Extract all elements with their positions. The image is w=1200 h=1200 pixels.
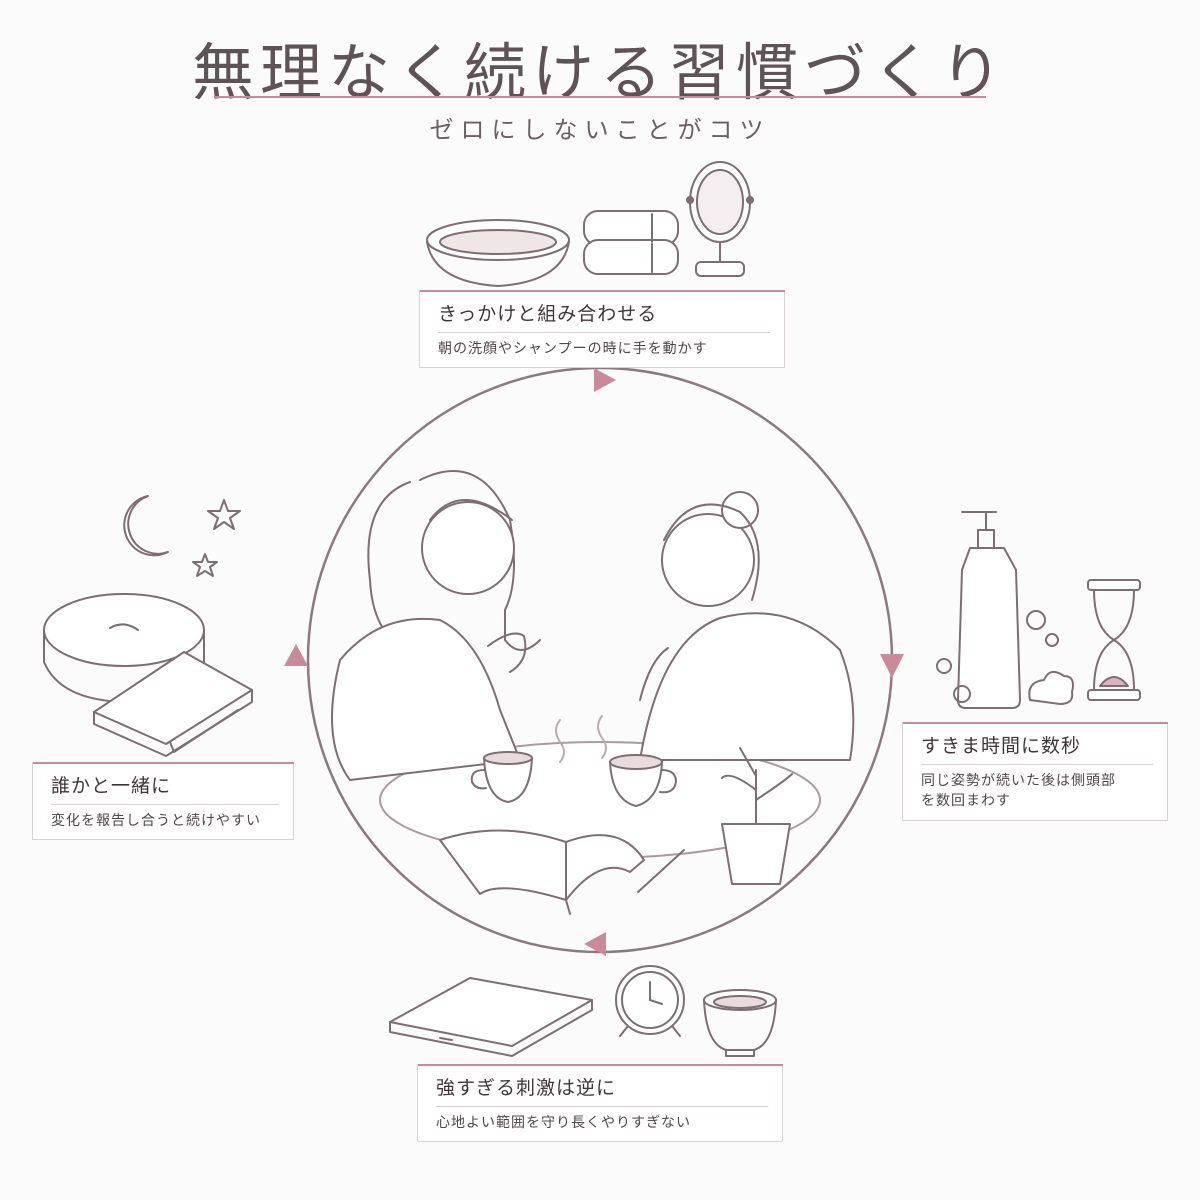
card-divider (436, 1106, 768, 1107)
title-divider (214, 96, 986, 98)
bubbles-icon (936, 610, 1074, 705)
arrow-right-icon (594, 368, 616, 392)
towels-icon (583, 210, 679, 275)
tip-description: 朝の洗顔やシャンプーの時に手を動かす (438, 341, 708, 357)
card-divider (438, 332, 770, 333)
tip-description: 心地よい範囲を守り長くやりすぎない (436, 1115, 691, 1131)
tip-title: すきま時間に数秒 (921, 735, 1082, 757)
tip-description-line: 同じ姿勢が続いた後は側頭部 (921, 773, 1116, 789)
moon-icon (123, 495, 169, 557)
notebook-icon (93, 651, 253, 757)
tip-card-gentle: 強すぎる刺激は逆に 心地よい範囲を守り長くやりすぎない (417, 1064, 783, 1143)
tip-card-together: 誰かと一緒に 変化を報告し合うと続けやすい (32, 762, 294, 841)
conversation-illustration (331, 470, 855, 915)
arrow-up-icon (284, 644, 308, 666)
arrow-left-icon (584, 932, 606, 956)
card-divider (921, 764, 1153, 765)
tablet-icon (389, 977, 593, 1057)
tip-title: 誰かと一緒に (51, 775, 172, 797)
washbasin-icon (426, 219, 570, 287)
mirror-icon (686, 161, 754, 277)
tip-title: きっかけと組み合わせる (438, 303, 658, 325)
teacup-icon (703, 989, 777, 1057)
star-icon (207, 499, 241, 530)
star-icon (192, 553, 218, 577)
alarm-clock-icon (615, 965, 685, 1037)
pump-bottle-icon (957, 511, 1021, 709)
tip-card-spare-time: すきま時間に数秒 同じ姿勢が続いた後は側頭部 を数回まわす (902, 722, 1168, 821)
tip-title: 強すぎる刺激は逆に (436, 1077, 617, 1099)
tip-description-line: を数回まわす (921, 793, 1011, 810)
tip-description: 変化を報告し合うと続けやすい (51, 813, 261, 829)
page-subtitle: ゼロにしないことがコツ (429, 116, 771, 144)
card-divider (51, 804, 279, 805)
tip-card-trigger: きっかけと組み合わせる 朝の洗顔やシャンプーの時に手を動かす (419, 290, 785, 369)
hourglass-icon (1087, 579, 1141, 701)
arrow-down-icon (880, 654, 904, 678)
